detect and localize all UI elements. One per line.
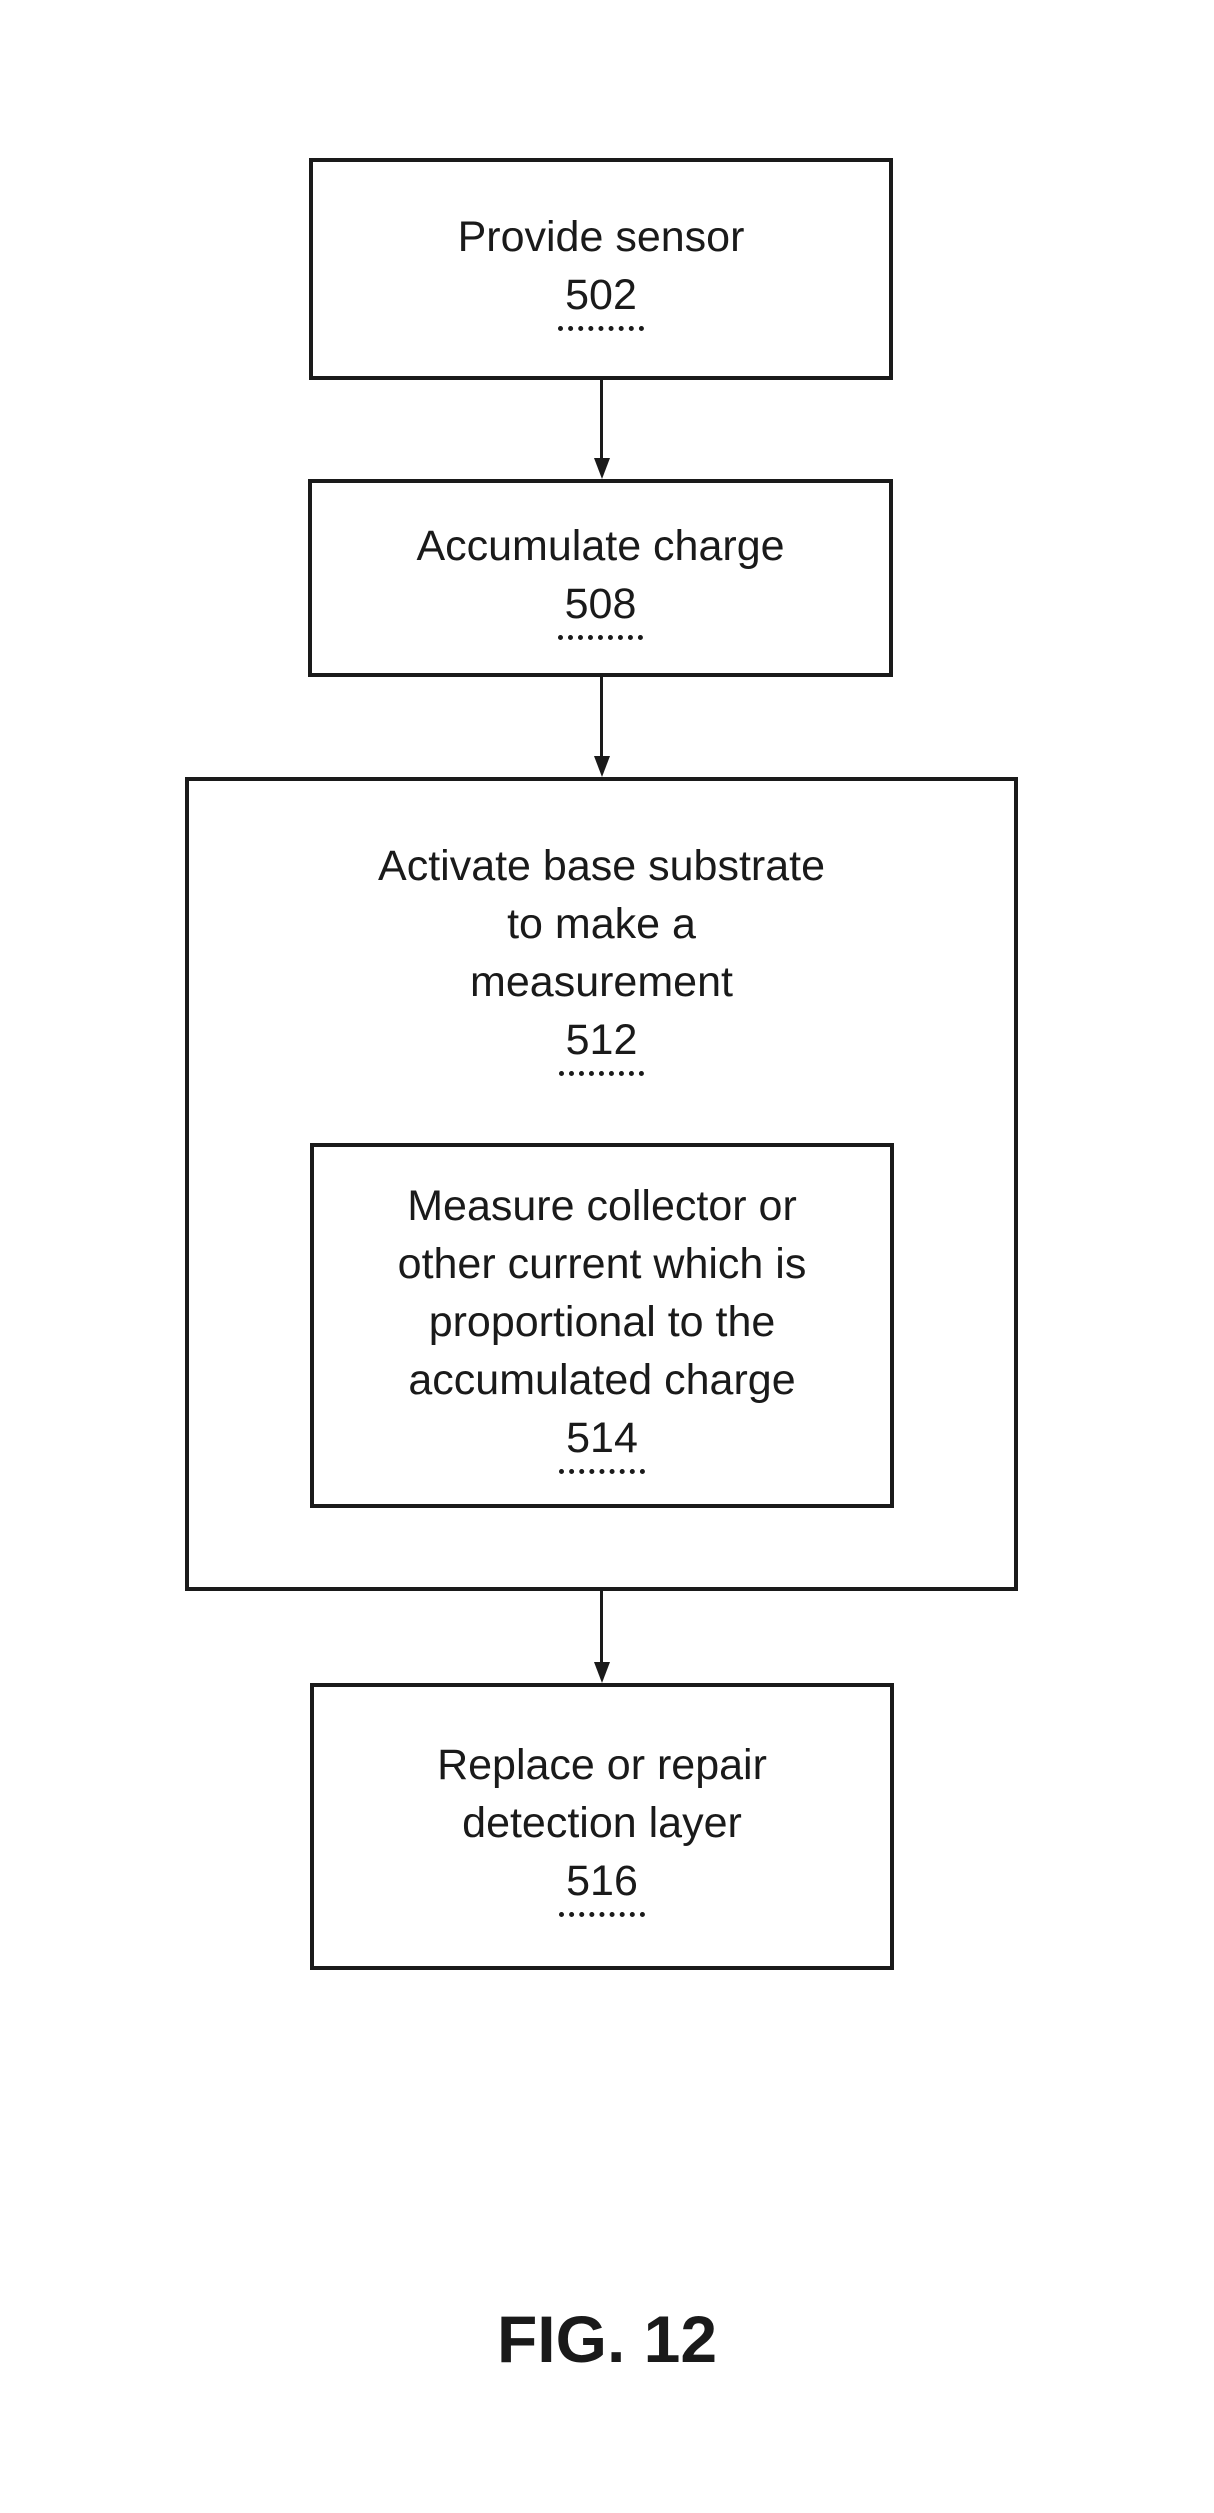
arrow-shaft [600,380,603,458]
reference-numeral-514: 514 [559,1409,645,1474]
box-text-line: to make a [507,900,696,948]
figure-caption: FIG. 12 [496,2302,718,2376]
box-text-line: Accumulate charge [416,521,785,570]
reference-line: 508 [557,575,644,640]
reference-line: 512 [558,1011,645,1076]
box-text-line: Provide sensor [457,212,745,261]
flowchart-box-502: Provide sensor 502 [309,158,893,380]
arrow-shaft [600,1591,603,1662]
box-text-line: Measure collector or [407,1182,797,1230]
reference-line: 514 [559,1409,645,1474]
arrowhead-down-icon [593,1662,610,1683]
arrowhead-down-icon [593,756,610,777]
arrow-shaft [600,677,603,756]
flowchart-box-508: Accumulate charge 508 [308,479,893,677]
reference-numeral-512: 512 [558,1011,645,1076]
box-text-line: Replace or repair [437,1741,767,1789]
flow-arrow-508-512 [593,677,610,777]
box-text-line: other current which is [397,1240,807,1288]
flowchart-box-514: Measure collector or other current which… [310,1143,894,1508]
reference-numeral-516: 516 [559,1852,645,1917]
box-text-line: measurement [470,958,733,1006]
reference-line: 516 [559,1852,645,1917]
box-text-line: detection layer [462,1799,742,1847]
box-text-line: Activate base substrate [378,842,825,890]
flow-arrow-512-516 [593,1591,610,1683]
box-text-line: proportional to the [428,1298,776,1346]
flow-arrow-502-508 [593,380,610,479]
reference-numeral-508: 508 [557,575,644,640]
box-text-line: accumulated charge [408,1356,796,1404]
flowchart-box-516: Replace or repair detection layer 516 [310,1683,894,1970]
reference-numeral-502: 502 [558,266,644,331]
arrowhead-down-icon [593,458,610,479]
reference-line: 502 [558,266,644,331]
